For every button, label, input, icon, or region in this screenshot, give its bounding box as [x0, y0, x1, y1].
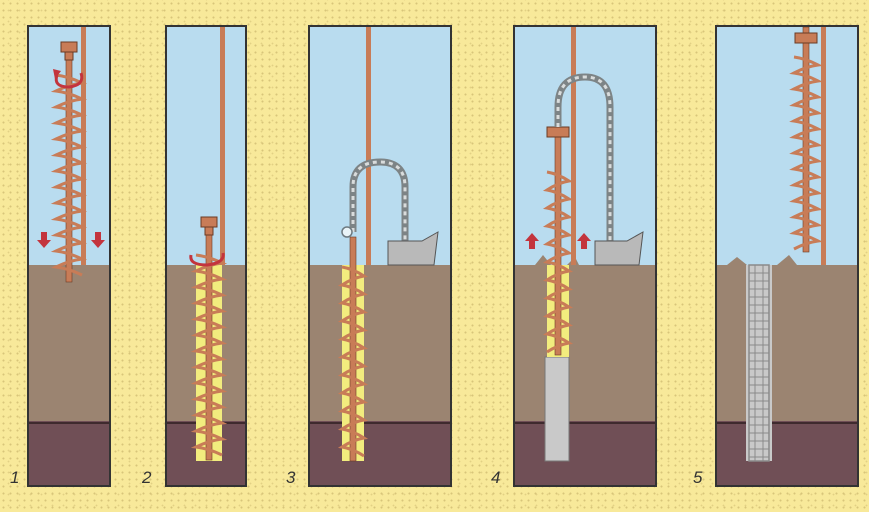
soil-layer [515, 265, 655, 423]
mast-icon [366, 27, 371, 265]
step-number-4: 4 [491, 468, 501, 487]
step-1-illustration [29, 27, 109, 485]
rotation-arrow-head-icon [53, 69, 61, 79]
step-panel-3 [308, 25, 452, 487]
deep-soil-layer [515, 421, 655, 485]
soil-layer [310, 265, 450, 423]
rotation-arrow-icon [189, 252, 225, 267]
soil-layer [29, 265, 109, 423]
auger-icon [190, 216, 228, 461]
step-panel-2 [165, 25, 247, 487]
hose-icon [349, 158, 409, 265]
step-panel-4 [513, 25, 657, 487]
soil-layer [717, 265, 857, 423]
auger-icon [789, 27, 823, 253]
concrete-column-icon [746, 265, 772, 461]
step-3-illustration [310, 27, 450, 485]
step-panel-5 [715, 25, 859, 487]
down-arrow-icon [37, 232, 51, 248]
auger-icon [50, 41, 88, 283]
step-4-illustration [515, 27, 655, 485]
deep-soil-layer [717, 421, 857, 485]
step-number-5: 5 [693, 468, 703, 487]
deep-soil-layer [29, 421, 109, 485]
hose-segments [556, 75, 612, 241]
step-number-2: 2 [142, 468, 152, 487]
concrete-column-icon [544, 356, 570, 462]
step-number-1: 1 [10, 468, 20, 487]
up-arrow-icon [577, 233, 591, 249]
mast-icon [571, 27, 576, 265]
rebar-cage-icon [748, 264, 770, 462]
mast-icon [81, 27, 86, 265]
down-arrow-icon [91, 232, 105, 248]
spoil-heap [727, 255, 797, 265]
step-panel-1 [27, 25, 111, 487]
mast-icon [821, 27, 826, 265]
rotation-arrow-icon [54, 72, 84, 89]
step-5-illustration [717, 27, 857, 485]
swivel-icon [341, 226, 353, 238]
up-arrow-icon [525, 233, 539, 249]
mast-icon [220, 27, 225, 265]
step-number-3: 3 [286, 468, 296, 487]
pump-icon [387, 231, 439, 266]
auger-icon [337, 236, 369, 462]
step-2-illustration [167, 27, 245, 485]
pump-icon [594, 231, 644, 266]
deep-soil-layer [310, 421, 450, 485]
